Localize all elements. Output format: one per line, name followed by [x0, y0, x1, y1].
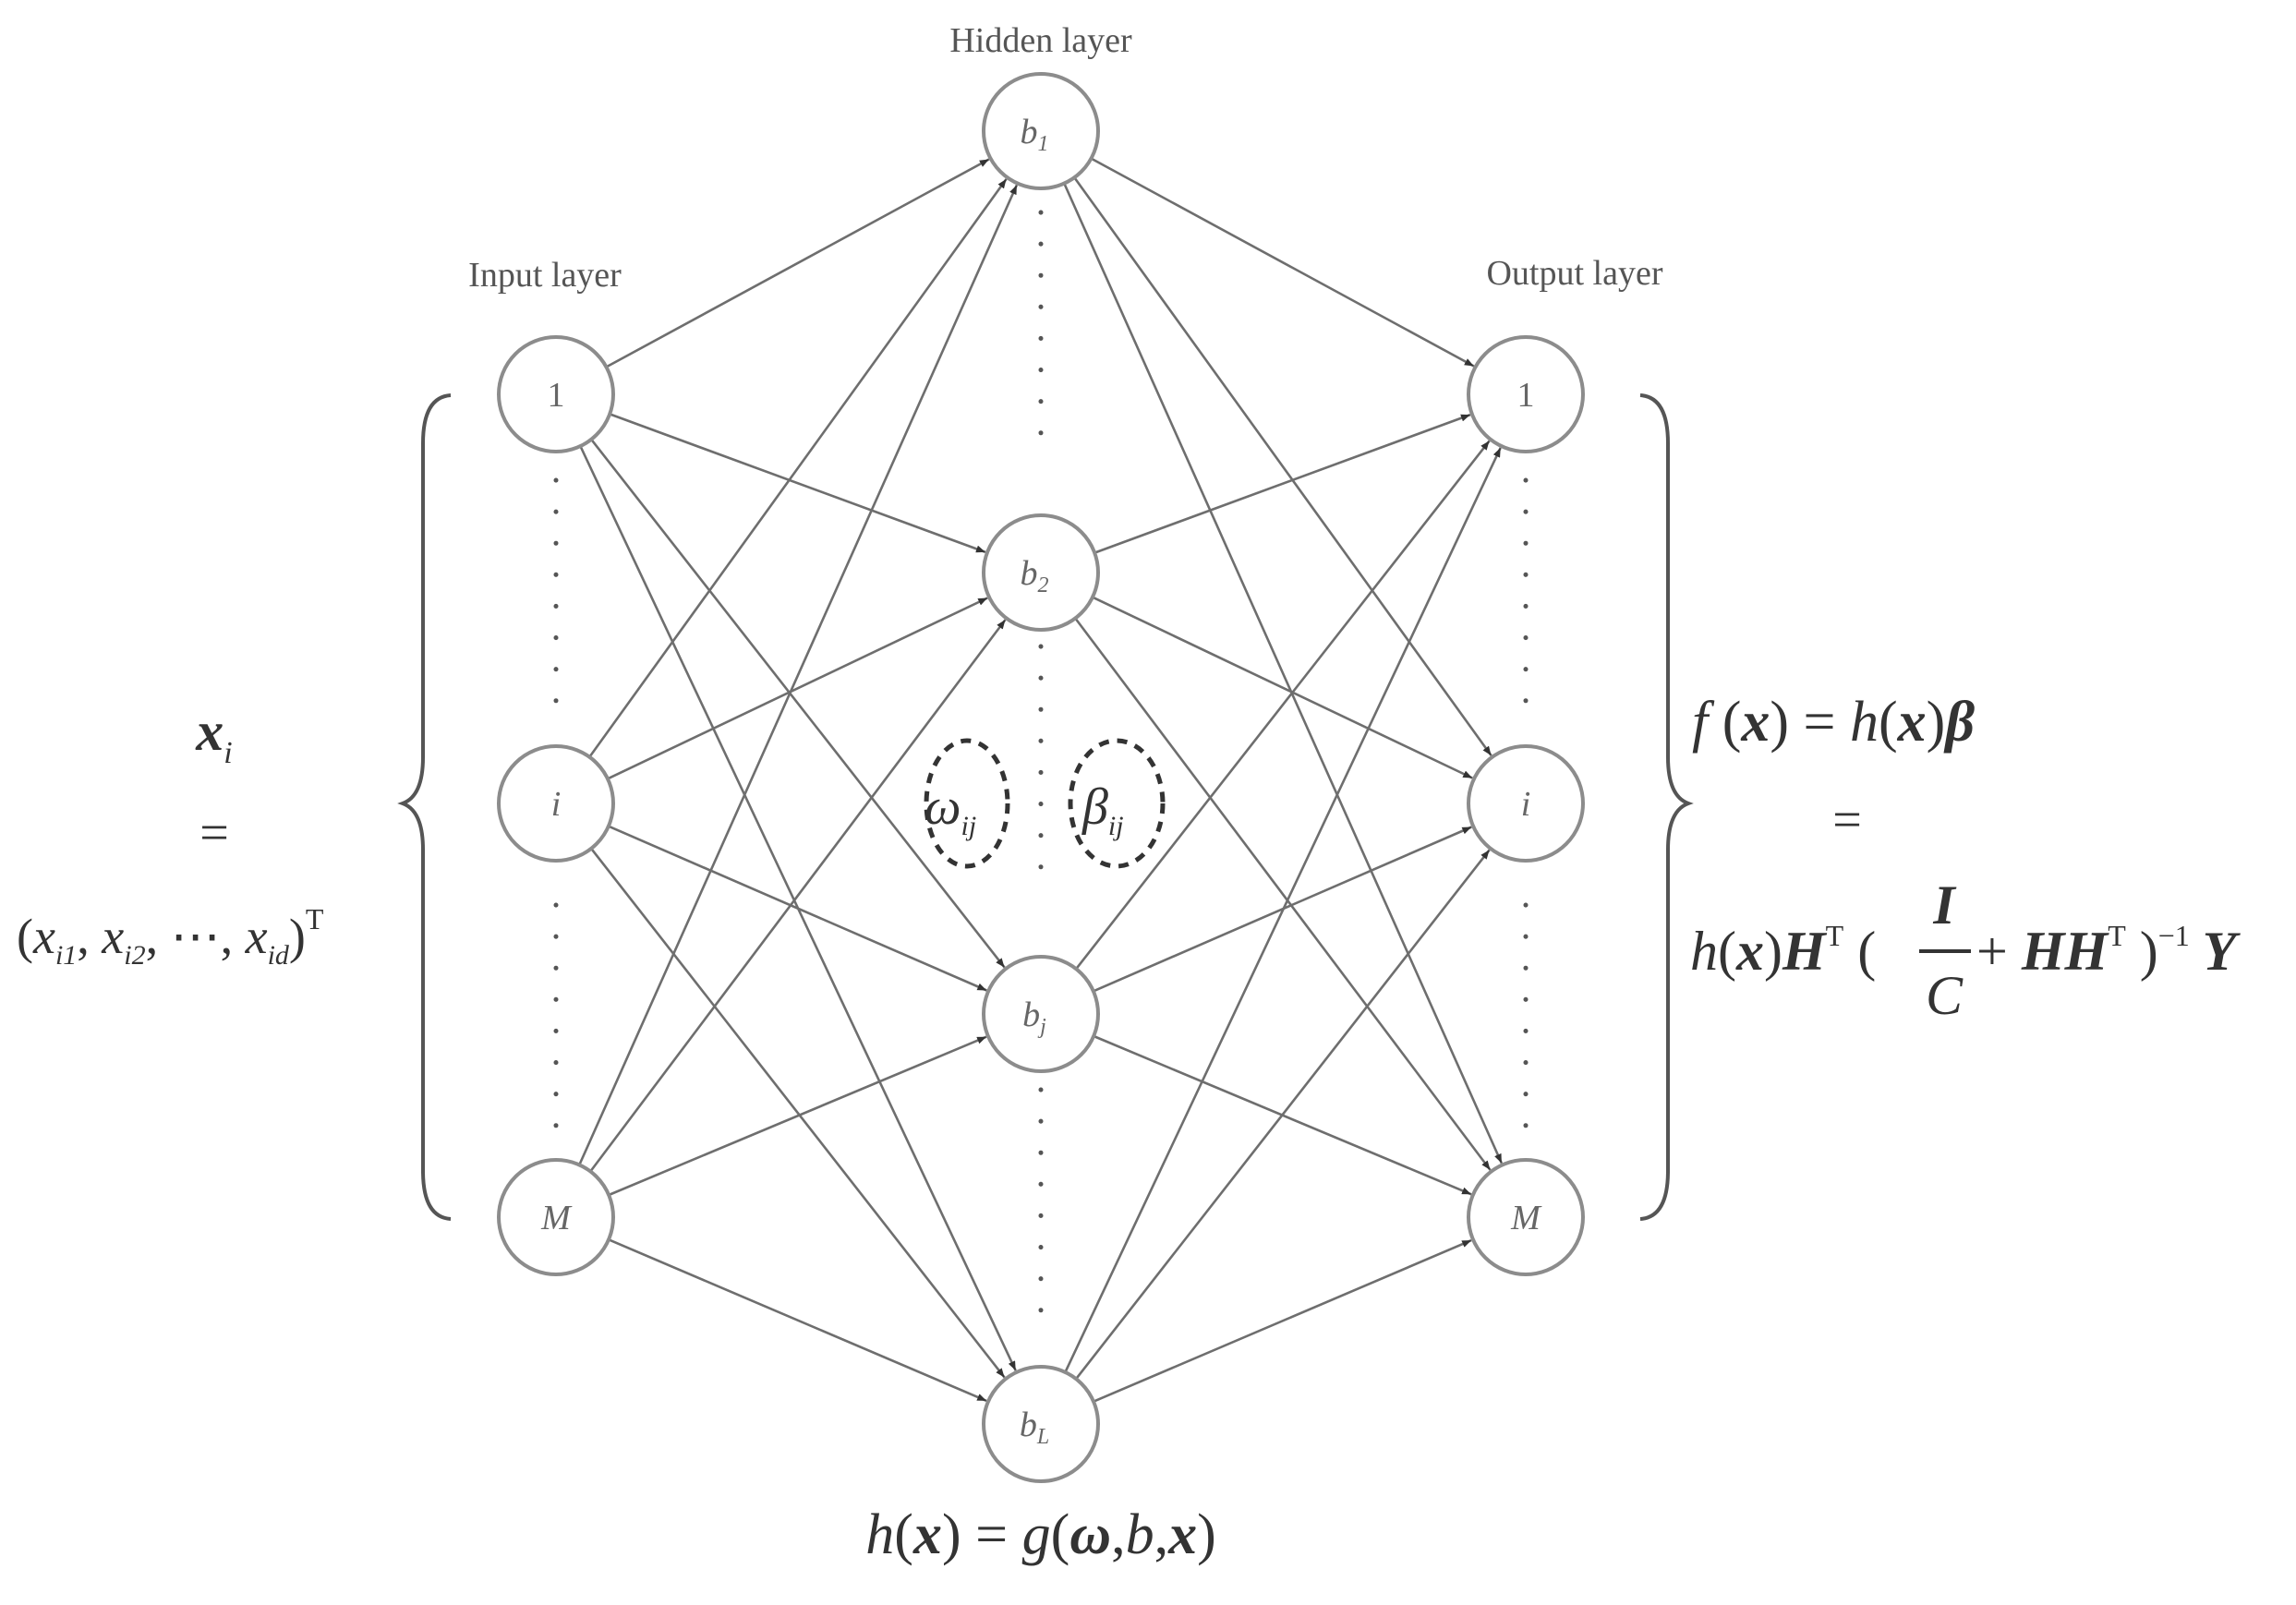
connection-4: [588, 178, 1008, 758]
svg-text:=: =: [1832, 791, 1862, 849]
svg-text:+ HHT )−1 Y: + HHT )−1 Y: [1976, 919, 2242, 982]
omega-weight-ellipse: ωij: [924, 738, 1010, 869]
svg-text:βij: βij: [1082, 778, 1124, 841]
svg-text:=: =: [199, 804, 229, 862]
input-layer-title: Input layer: [468, 256, 622, 295]
svg-text:f (x) = h(x)β: f (x) = h(x)β: [1692, 691, 1975, 754]
hidden-node-b1: b1: [982, 72, 1100, 190]
output-node-m: M: [1467, 1158, 1585, 1276]
connection-6: [608, 825, 987, 992]
connection-12: [1090, 157, 1475, 368]
output-function-formula: f (x) = h(x)β = h(x)HT ( I C + HHT )−1 Y: [1690, 691, 2242, 1026]
input-brace: [397, 393, 452, 1221]
svg-text:h(x) = g(ω,b,x): h(x) = g(ω,b,x): [865, 1503, 1215, 1566]
hidden-function-formula: h(x) = g(ω,b,x): [865, 1503, 1215, 1566]
output-node-i: i: [1467, 744, 1585, 863]
input-node-1: 1: [497, 335, 615, 453]
hidden-node-b2: b2: [982, 513, 1100, 632]
connection-10: [608, 1035, 987, 1197]
svg-text:xi: xi: [195, 701, 232, 770]
output-brace: [1639, 393, 1694, 1221]
svg-text:i: i: [551, 785, 562, 824]
svg-text:(xi1, xi2, ⋯, xid)T: (xi1, xi2, ⋯, xid)T: [17, 902, 324, 971]
hidden-node-bj: bj: [982, 955, 1100, 1073]
connection-23: [1093, 1238, 1472, 1403]
connection-18: [1075, 440, 1491, 971]
connection-0: [605, 158, 990, 368]
input-node-i: i: [497, 744, 615, 863]
svg-text:h(x)HT (: h(x)HT (: [1690, 919, 1876, 982]
input-vector-formula: xi = (xi1, xi2, ⋯, xid)T: [17, 701, 324, 971]
connection-21: [1064, 447, 1502, 1373]
connection-8: [578, 184, 1019, 1165]
connection-22: [1075, 849, 1491, 1380]
svg-text:1: 1: [1517, 376, 1535, 415]
ellipsis-dots: [553, 210, 1529, 1342]
connection-9: [589, 619, 1007, 1173]
output-node-1: 1: [1467, 335, 1585, 453]
svg-text:M: M: [540, 1199, 573, 1237]
connection-13: [1073, 176, 1492, 756]
connection-14: [1063, 183, 1504, 1165]
hidden-layer-title: Hidden layer: [949, 21, 1132, 60]
svg-text:C: C: [1926, 965, 1964, 1026]
output-layer-title: Output layer: [1486, 254, 1662, 293]
hidden-node-bl: bL: [982, 1365, 1100, 1483]
connection-7: [590, 848, 1006, 1379]
svg-text:I: I: [1932, 875, 1957, 935]
connection-15: [1094, 413, 1471, 554]
connection-1: [609, 413, 986, 554]
beta-weight-ellipse: βij: [1068, 738, 1166, 869]
input-node-m: M: [497, 1158, 615, 1276]
connection-11: [608, 1238, 987, 1403]
connections: [578, 157, 1504, 1403]
svg-text:i: i: [1521, 785, 1531, 824]
svg-text:1: 1: [548, 376, 565, 415]
svg-text:M: M: [1510, 1199, 1542, 1237]
connection-16: [1092, 596, 1473, 779]
svg-text:ωij: ωij: [924, 778, 976, 841]
connection-5: [607, 597, 988, 780]
connection-17: [1074, 617, 1492, 1171]
connection-2: [590, 438, 1006, 969]
